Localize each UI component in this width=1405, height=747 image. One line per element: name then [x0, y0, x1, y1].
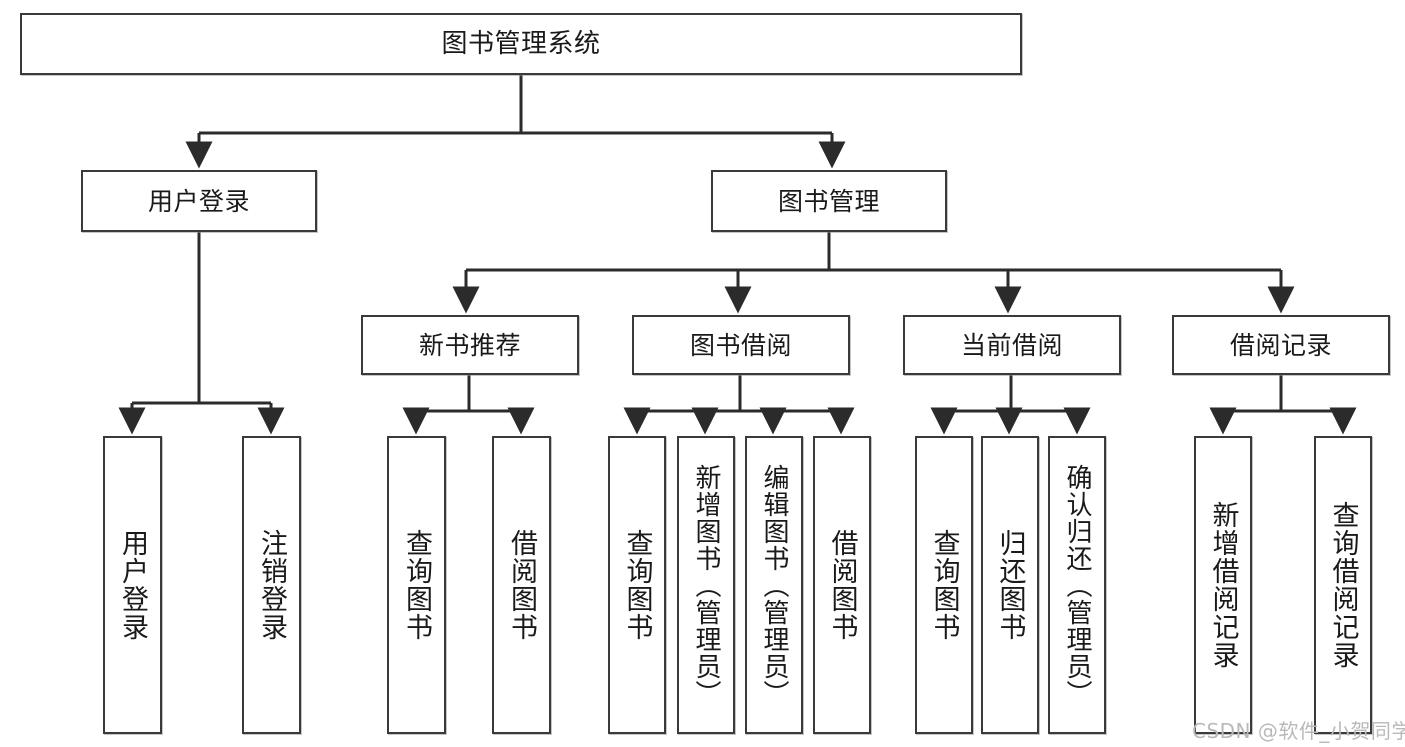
connector-group-book-borrow [623, 375, 855, 435]
node-user-login[interactable]: 用户登录 [81, 170, 317, 232]
node-label: 查询图书 [621, 529, 653, 641]
node-label: 编辑图书（管理员） [759, 463, 789, 707]
node-root-book-management-system[interactable]: 图书管理系统 [20, 13, 1022, 75]
connector-group-user-login [118, 232, 285, 435]
leaf-new-book-borrow-book[interactable]: 借阅图书 [492, 436, 551, 734]
node-book-borrow[interactable]: 图书借阅 [632, 315, 850, 375]
node-label: 归还图书 [994, 529, 1026, 641]
leaf-current-borrow-return-book[interactable]: 归还图书 [981, 436, 1039, 734]
node-label: 查询图书 [401, 529, 432, 641]
node-label: 借阅图书 [506, 529, 537, 641]
node-borrow-record[interactable]: 借阅记录 [1172, 315, 1390, 375]
connector-group-new-book [402, 375, 535, 435]
node-label: 当前借阅 [960, 330, 1063, 360]
csdn-watermark: CSDN @软件_小贺同学 [1192, 719, 1405, 743]
node-label: 查询借阅记录 [1327, 501, 1359, 669]
node-label: 查询图书 [928, 529, 960, 641]
leaf-book-borrow-query-book[interactable]: 查询图书 [608, 436, 666, 734]
leaf-current-borrow-query-book[interactable]: 查询图书 [915, 436, 973, 734]
leaf-user-login-logout[interactable]: 注销登录 [242, 436, 301, 734]
node-current-borrow[interactable]: 当前借阅 [903, 315, 1121, 375]
connector-group-borrow-record [1209, 375, 1357, 435]
connector-group-current-borrow [930, 375, 1091, 435]
node-label: 借阅记录 [1229, 330, 1332, 360]
node-book-management[interactable]: 图书管理 [711, 170, 947, 232]
node-label: 图书管理 [777, 186, 880, 216]
connector-group-book-management [452, 232, 1295, 314]
node-label: 新增图书（管理员） [691, 463, 721, 707]
node-label: 新增借阅记录 [1207, 501, 1239, 669]
leaf-book-borrow-add-book-admin[interactable]: 新增图书（管理员） [677, 436, 735, 734]
node-label: 用户登录 [147, 186, 250, 216]
node-new-book-recommend[interactable]: 新书推荐 [361, 315, 579, 375]
leaf-current-borrow-confirm-return-admin[interactable]: 确认归还（管理员） [1048, 436, 1106, 734]
leaf-borrow-record-add-record[interactable]: 新增借阅记录 [1194, 436, 1252, 734]
leaf-book-borrow-edit-book-admin[interactable]: 编辑图书（管理员） [745, 436, 803, 734]
node-label: 确认归还（管理员） [1062, 463, 1092, 707]
leaf-new-book-query-book[interactable]: 查询图书 [387, 436, 446, 734]
leaf-book-borrow-borrow-book[interactable]: 借阅图书 [813, 436, 871, 734]
node-label: 注销登录 [256, 529, 287, 641]
node-label: 用户登录 [117, 529, 148, 641]
connector-group-root [185, 75, 846, 169]
node-label: 借阅图书 [826, 529, 858, 641]
leaf-borrow-record-query-record[interactable]: 查询借阅记录 [1314, 436, 1372, 734]
node-label: 图书管理系统 [441, 28, 601, 59]
node-label: 新书推荐 [418, 330, 521, 360]
node-label: 图书借阅 [689, 330, 792, 360]
leaf-user-login-login[interactable]: 用户登录 [103, 436, 162, 734]
